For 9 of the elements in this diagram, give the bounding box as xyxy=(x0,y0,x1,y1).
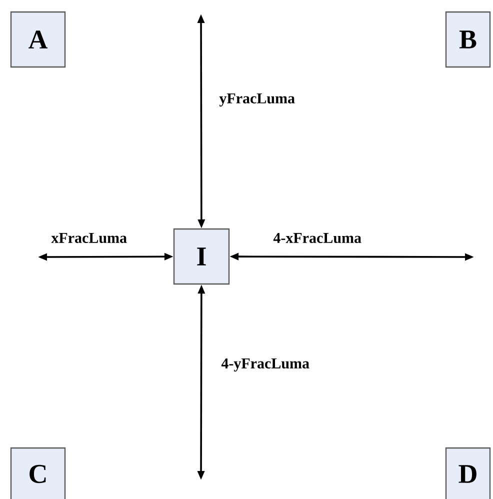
letter-box: D xyxy=(445,447,491,499)
letter-box: A xyxy=(10,11,66,68)
edge-label: xFracLuma xyxy=(50,232,128,244)
edge-label: yFracLuma xyxy=(218,92,296,108)
letter-box: B xyxy=(445,11,491,68)
edge-label: 4-xFracLuma xyxy=(272,232,362,244)
letter-box: C xyxy=(10,447,66,499)
letter-box: I xyxy=(173,228,230,285)
edge-label: 4-yFracLuma xyxy=(220,357,310,373)
